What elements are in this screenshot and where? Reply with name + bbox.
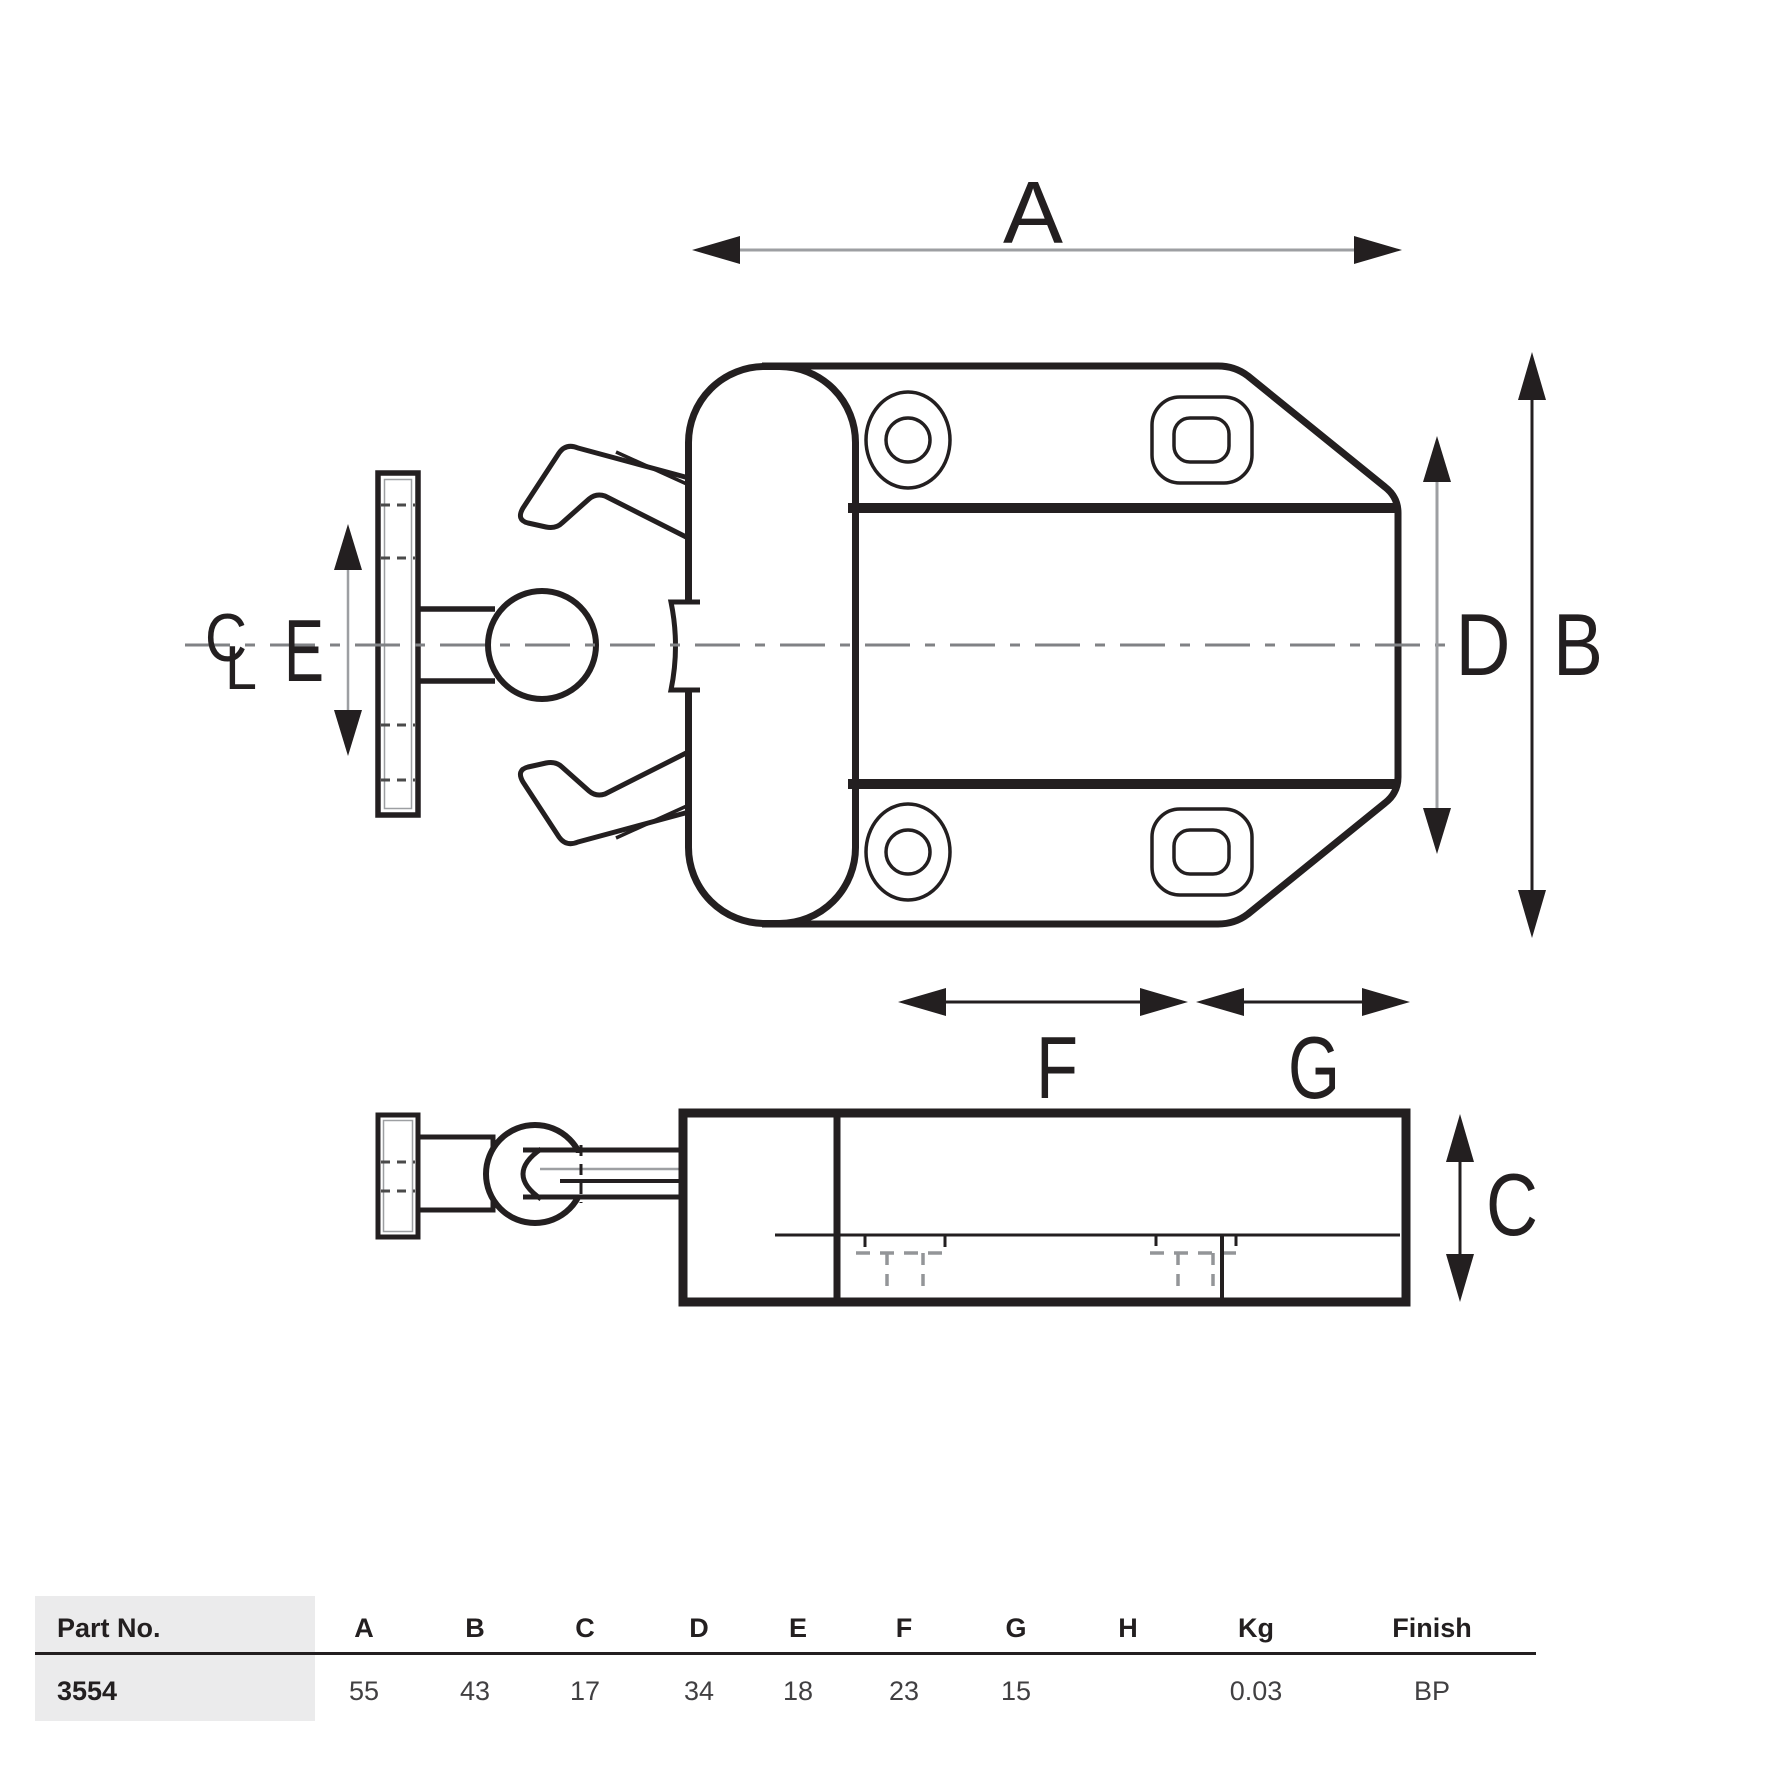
table-cell-kg: 0.03 — [1229, 1676, 1283, 1706]
table-header-d: D — [689, 1613, 709, 1643]
screw-detail-left — [856, 1235, 952, 1292]
dimension-g-label: G — [1288, 1018, 1340, 1117]
table-header-kg: Kg — [1238, 1613, 1274, 1643]
table-partno-column-bg — [35, 1596, 315, 1721]
keeper-plate-side — [375, 1112, 421, 1240]
dimension-f-label: F — [1036, 1018, 1078, 1117]
catch-body-side — [678, 1108, 1411, 1307]
dimension-b-label: B — [1553, 595, 1603, 694]
table-header-rule — [35, 1652, 1536, 1655]
dimension-g: G — [1196, 988, 1410, 1117]
spring-claw-top — [517, 443, 702, 547]
dimension-d: D — [1423, 436, 1511, 854]
mounting-hole-bottom-right — [1150, 807, 1254, 897]
table-header-e: E — [788, 1613, 807, 1643]
table-cell-d: 34 — [683, 1676, 715, 1706]
mounting-hole-top-left — [864, 390, 952, 490]
centerline-mark-c: C — [205, 600, 247, 676]
table-header-f: F — [895, 1613, 913, 1643]
mounting-hole-top-right — [1150, 395, 1254, 485]
dimension-c: C — [1446, 1114, 1538, 1302]
table-cell-g: 15 — [1000, 1676, 1032, 1706]
dimension-e: E — [284, 524, 362, 756]
table-header-c: C — [575, 1613, 595, 1643]
dimension-d-label: D — [1456, 595, 1511, 694]
dimension-c-label: C — [1486, 1155, 1538, 1254]
mounting-hole-bottom-left — [864, 802, 952, 902]
table-cell-e: 18 — [782, 1676, 814, 1706]
centerline-mark-l: L — [225, 634, 257, 703]
dimension-e-label: E — [284, 601, 324, 700]
table-cell-part-no: 3554 — [57, 1676, 118, 1706]
table-header-finish: Finish — [1392, 1613, 1472, 1643]
part-drawing: A E C L D B — [185, 163, 1603, 1307]
table-header-part-no: Part No. — [57, 1613, 161, 1643]
table-header-a: A — [354, 1613, 374, 1643]
table-header-g: G — [1005, 1613, 1027, 1643]
table-cell-b: 43 — [459, 1676, 491, 1706]
table-cell-a: 55 — [348, 1676, 380, 1706]
screw-detail-right — [1150, 1234, 1242, 1298]
table-cell-f: 23 — [888, 1676, 920, 1706]
table-cell-finish: BP — [1413, 1676, 1451, 1706]
centerline-mark: C L — [205, 600, 257, 703]
latch-blade-side — [520, 1145, 688, 1203]
dimension-f: F — [898, 988, 1188, 1117]
dimension-b: B — [1518, 352, 1603, 938]
dimension-a-label: A — [1003, 163, 1063, 262]
spring-claw-bottom — [517, 743, 702, 847]
table-header-b: B — [465, 1613, 485, 1643]
table-header-h: H — [1118, 1613, 1138, 1643]
ball-stud-stem-side — [415, 1134, 496, 1213]
table-cell-c: 17 — [569, 1676, 601, 1706]
dimension-a: A — [692, 163, 1402, 264]
